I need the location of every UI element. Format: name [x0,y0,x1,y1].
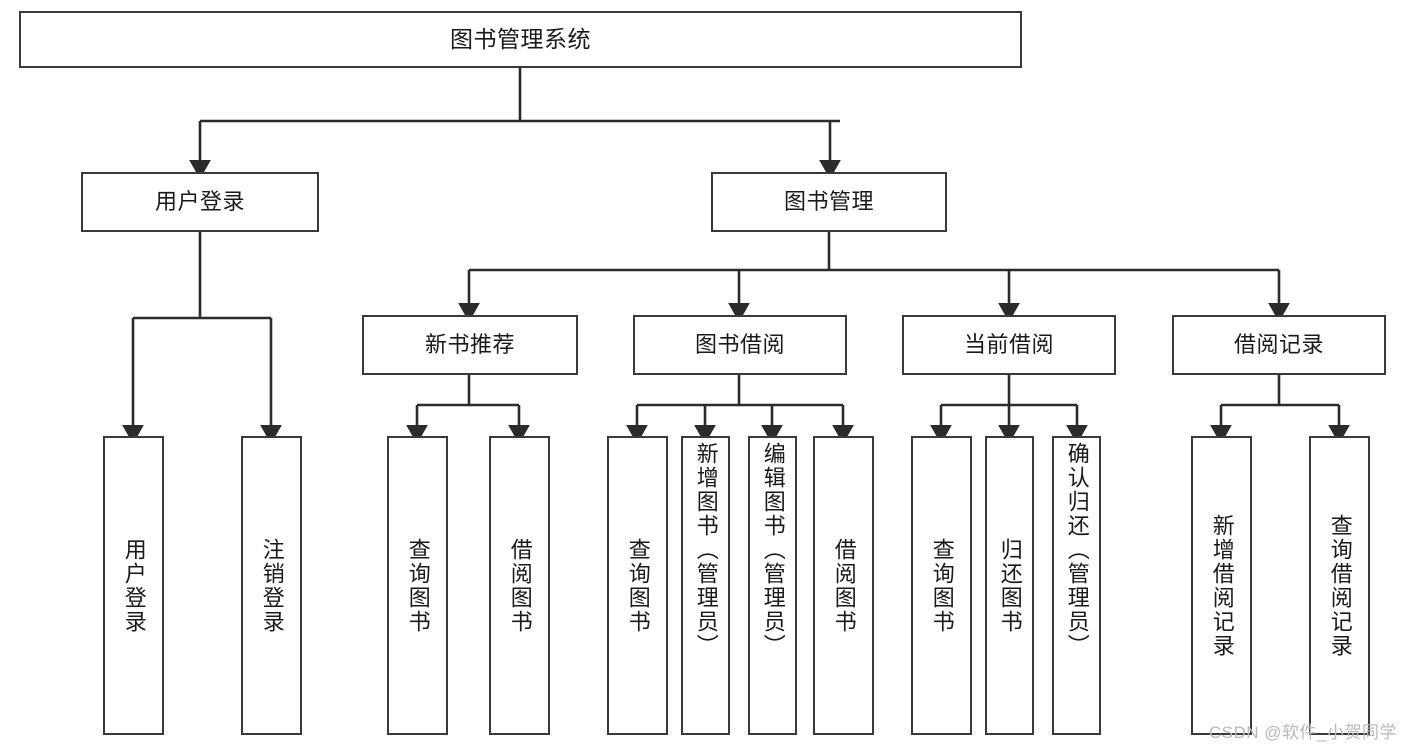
node-leaf-confirm-return-admin-label: 确认归还（管理员） [1064,442,1090,658]
node-leaf-query-borrow-record-label: 查询借阅记录 [1327,513,1353,658]
node-leaf-logout-login-label: 注销登录 [259,537,285,634]
node-leaf-borrow-book-b[interactable]: 借阅图书 [813,436,874,735]
node-user-login[interactable]: 用户登录 [81,172,319,232]
node-leaf-return-book[interactable]: 归还图书 [985,436,1034,735]
node-leaf-edit-book-admin-label: 编辑图书（管理员） [760,442,786,658]
node-current-borrow[interactable]: 当前借阅 [902,315,1116,375]
node-root-label: 图书管理系统 [450,25,591,52]
node-leaf-user-login[interactable]: 用户登录 [103,436,164,735]
node-leaf-confirm-return-admin[interactable]: 确认归还（管理员） [1052,436,1101,735]
node-leaf-query-book-c[interactable]: 查询图书 [911,436,972,735]
node-root[interactable]: 图书管理系统 [19,11,1022,68]
node-leaf-query-book-c-label: 查询图书 [929,537,955,634]
node-leaf-user-login-label: 用户登录 [121,537,147,634]
node-leaf-query-book-a-label: 查询图书 [405,537,431,634]
node-book-manage-label: 图书管理 [783,188,874,214]
node-leaf-borrow-book-b-label: 借阅图书 [831,537,857,634]
node-leaf-edit-book-admin[interactable]: 编辑图书（管理员） [748,436,797,735]
node-borrow-record-label: 借阅记录 [1233,331,1324,357]
node-leaf-query-book-b[interactable]: 查询图书 [607,436,668,735]
node-user-login-label: 用户登录 [154,188,245,214]
node-borrow-record[interactable]: 借阅记录 [1172,315,1386,375]
node-leaf-add-borrow-record[interactable]: 新增借阅记录 [1191,436,1252,735]
node-leaf-add-borrow-record-label: 新增借阅记录 [1209,513,1235,658]
node-new-book-rec[interactable]: 新书推荐 [362,315,578,375]
node-leaf-query-borrow-record[interactable]: 查询借阅记录 [1309,436,1370,735]
node-book-borrow-label: 图书借阅 [694,331,785,357]
node-book-borrow[interactable]: 图书借阅 [633,315,847,375]
node-leaf-return-book-label: 归还图书 [997,537,1023,634]
node-leaf-query-book-a[interactable]: 查询图书 [387,436,448,735]
node-leaf-borrow-book-a[interactable]: 借阅图书 [489,436,550,735]
node-leaf-borrow-book-a-label: 借阅图书 [507,537,533,634]
watermark: CSDN @软件_小贺同学 [1208,723,1397,742]
node-leaf-query-book-b-label: 查询图书 [625,537,651,634]
node-leaf-add-book-admin-label: 新增图书（管理员） [693,442,719,658]
node-current-borrow-label: 当前借阅 [963,331,1054,357]
node-leaf-add-book-admin[interactable]: 新增图书（管理员） [681,436,730,735]
node-new-book-rec-label: 新书推荐 [424,331,515,357]
node-leaf-logout-login[interactable]: 注销登录 [241,436,302,735]
node-book-manage[interactable]: 图书管理 [711,172,947,232]
